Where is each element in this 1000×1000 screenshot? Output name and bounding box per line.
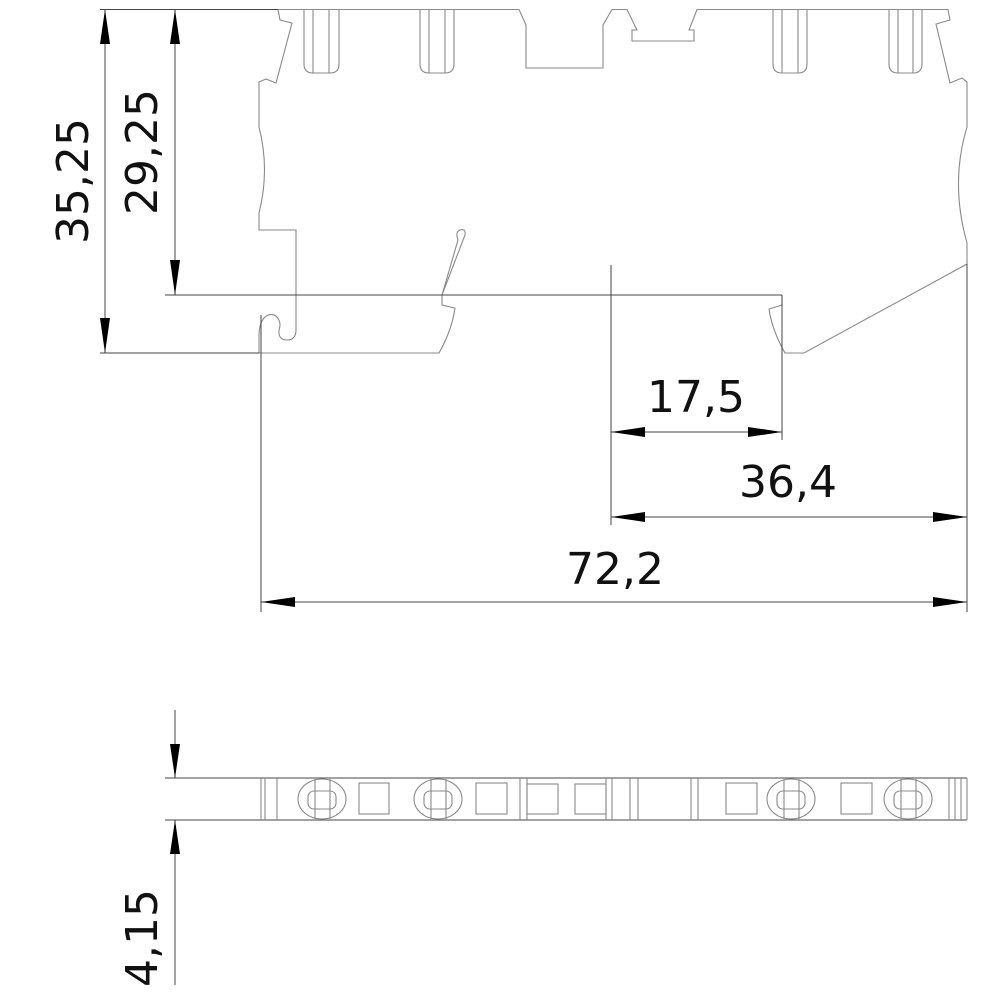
square-holes <box>358 782 873 815</box>
dimension-thickness: 4,15 <box>117 710 180 987</box>
extension-lines <box>100 9 968 612</box>
dimension-right-width: 36,4 <box>611 457 967 522</box>
slot-2 <box>419 9 455 74</box>
dimension-label: 35,25 <box>48 118 99 244</box>
slot-3 <box>772 9 808 74</box>
side-view-outline <box>258 8 968 354</box>
dimension-label: 72,2 <box>566 544 664 595</box>
slot-1 <box>303 9 340 74</box>
slot-4 <box>888 9 923 74</box>
top-view <box>165 777 968 821</box>
dimension-overall-width: 72,2 <box>261 544 967 607</box>
dimension-label: 29,25 <box>117 89 168 215</box>
dimension-foot-width: 17,5 <box>611 372 782 437</box>
side-view <box>258 8 968 354</box>
dimension-overall-height: 35,25 <box>48 9 110 353</box>
dimension-label: 36,4 <box>739 457 837 508</box>
oval-holes <box>297 778 933 820</box>
dimension-rail-height: 29,25 <box>117 9 180 295</box>
dimension-label: 4,15 <box>117 889 168 987</box>
dimension-label: 17,5 <box>647 372 745 423</box>
